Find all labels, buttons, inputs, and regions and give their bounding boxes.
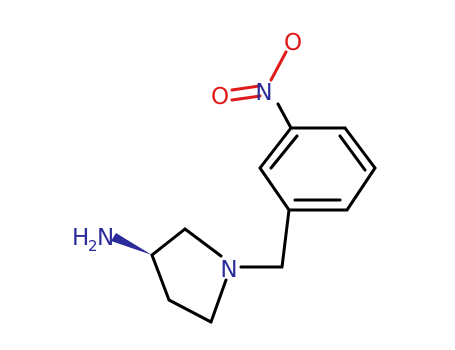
pyrrolidine-bond-4	[167, 298, 213, 324]
benzene-inner-bond-2	[338, 134, 367, 172]
benzene-inner-bond-1	[269, 134, 299, 170]
ring-n-label: N	[220, 257, 237, 283]
ring-to-nitro-bond	[276, 102, 293, 130]
benzene-bond-1	[258, 166, 291, 212]
nitro-o-left-bond-2	[230, 94, 262, 102]
pyrrolidine-ring: N	[150, 227, 238, 324]
benzene-bond-5	[345, 166, 377, 212]
benzene-ring	[258, 126, 377, 212]
amine-n-label: N	[97, 225, 114, 251]
amine-h-count: 2	[88, 237, 98, 255]
nitro-o-top-label: O	[284, 30, 302, 56]
benzene-bond-2	[258, 126, 293, 170]
nitro-o-top-bond	[269, 50, 288, 82]
nitro-n-label: N	[255, 80, 272, 106]
benzene-bond-4	[343, 126, 377, 170]
stereo-wedge-bond	[111, 233, 152, 255]
benzyl-linker	[239, 208, 291, 269]
pyrrolidine-bond-3	[150, 253, 171, 302]
pyrrolidine-bond-2	[150, 227, 187, 257]
pyrrolidine-bond-1	[183, 227, 223, 258]
nitro-group: N O O	[211, 30, 302, 130]
ring-to-ch2-bond	[280, 208, 291, 269]
pyrrolidine-bond-5	[209, 278, 228, 324]
nitro-o-left-bond-1	[230, 84, 261, 92]
amine-group: H 2 N	[72, 225, 114, 255]
nitro-o-left-label: O	[211, 84, 229, 110]
amine-h-label: H	[72, 225, 89, 251]
